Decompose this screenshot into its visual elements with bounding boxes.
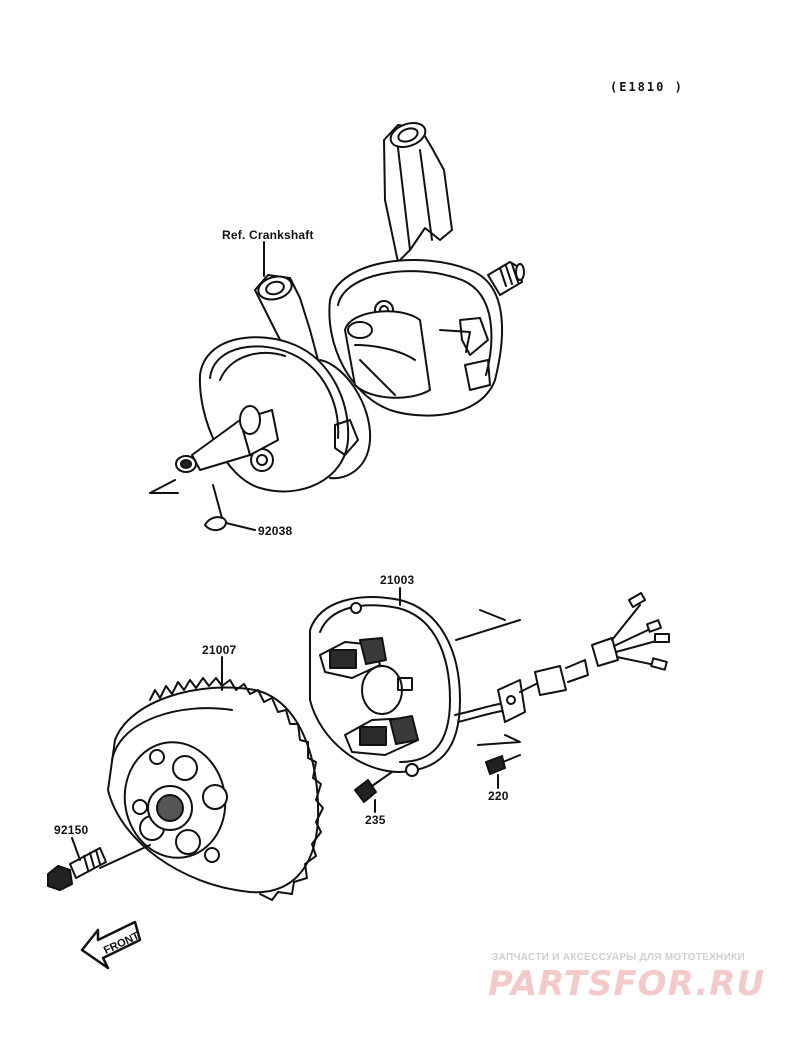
label-92038: 92038	[258, 524, 293, 538]
label-21003: 21003	[380, 573, 415, 587]
label-92150: 92150	[54, 823, 89, 837]
label-21007: 21007	[202, 643, 237, 657]
diagram-code: (E1810 )	[610, 80, 684, 94]
label-ref-crankshaft: Ref. Crankshaft	[222, 228, 314, 242]
front-direction-arrow	[80, 920, 142, 970]
stator-plate-drawing	[309, 596, 509, 777]
woodruff-key-92038	[204, 484, 256, 532]
watermark-logo: PARTSFOR.RU	[488, 964, 766, 1004]
watermark-tagline: ЗАПЧАСТИ И АКСЕССУАРЫ ДЛЯ МОТОТЕХНИКИ	[492, 952, 745, 963]
label-220: 220	[488, 789, 509, 803]
screw-235	[354, 771, 393, 813]
bolt-92150	[47, 837, 107, 891]
wiring-harness-drawing	[455, 592, 670, 746]
crankshaft-drawing	[149, 121, 525, 494]
label-235: 235	[365, 813, 386, 827]
flywheel-rotor-drawing	[99, 677, 324, 901]
screw-220	[485, 754, 521, 789]
